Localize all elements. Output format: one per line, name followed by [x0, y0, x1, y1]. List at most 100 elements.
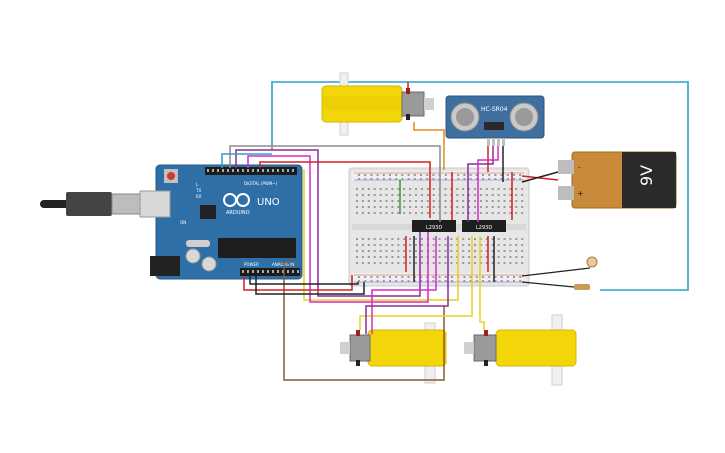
breadboard-hole — [356, 256, 358, 258]
breadboard-hole — [515, 238, 518, 240]
sensor-label: HC-SR04 — [481, 106, 508, 113]
breadboard-hole — [409, 256, 412, 258]
rail-hole — [407, 276, 410, 278]
rail-hole — [488, 174, 491, 176]
rail-hole — [426, 280, 429, 282]
breadboard-hole — [462, 250, 465, 252]
breadboard-hole — [379, 200, 382, 202]
breadboard-hole — [450, 256, 453, 258]
header-pin — [262, 169, 264, 172]
breadboard-hole — [515, 256, 518, 258]
breadboard-hole — [509, 238, 512, 240]
microcontroller-chip — [218, 238, 296, 258]
breadboard-hole — [432, 262, 435, 264]
header-pin — [217, 169, 219, 172]
rail-hole — [413, 178, 416, 180]
breadboard-hole — [474, 256, 476, 258]
breadboard-hole — [444, 200, 447, 202]
header-pin — [297, 270, 299, 273]
breadboard-hole — [415, 244, 417, 246]
breadboard-hole — [420, 262, 423, 264]
breadboard-hole — [403, 244, 406, 246]
wire-red-arduino — [259, 161, 431, 218]
breadboard-hole — [397, 194, 400, 196]
breadboard-hole — [391, 244, 394, 246]
breadboard-hole — [403, 212, 406, 214]
rail-hole — [358, 178, 360, 180]
header-pin — [277, 169, 279, 172]
breadboard-hole — [409, 238, 412, 240]
breadboard-hole — [432, 206, 435, 208]
breadboard-hole — [515, 212, 518, 214]
rail-hole — [401, 174, 404, 176]
rail-hole — [432, 276, 435, 278]
battery-minus: - — [578, 163, 581, 172]
breadboard-hole — [367, 212, 370, 214]
rail-hole — [482, 280, 484, 282]
rail-hole — [475, 280, 478, 282]
breadboard-hole — [456, 206, 459, 208]
breadboard-hole — [503, 200, 506, 202]
on-label: ON — [180, 220, 186, 225]
header-pin — [257, 270, 259, 273]
breadboard-hole — [450, 250, 453, 252]
rail-hole — [513, 178, 515, 180]
breadboard-hole — [521, 212, 524, 214]
breadboard-hole — [509, 244, 512, 246]
motor-bottom-left — [340, 322, 447, 384]
breadboard-hole — [379, 212, 382, 214]
breadboard-hole — [356, 238, 358, 240]
breadboard-hole — [462, 212, 465, 214]
battery-9v: 9V + - — [558, 151, 677, 209]
breadboard-hole — [479, 250, 482, 252]
header-pin — [292, 270, 294, 273]
breadboard-hole — [432, 244, 435, 246]
usb-cable — [40, 200, 70, 208]
breadboard-hole — [468, 200, 471, 202]
breadboard-hole — [373, 188, 376, 190]
breadboard-hole — [367, 250, 370, 252]
wire-grey-1 — [229, 145, 441, 222]
rail-hole — [426, 174, 429, 176]
breadboard-hole — [462, 238, 465, 240]
breadboard-hole — [356, 212, 358, 214]
breadboard-hole — [379, 262, 382, 264]
breadboard-hole — [391, 212, 394, 214]
breadboard-hole — [491, 206, 494, 208]
breadboard-hole — [474, 238, 476, 240]
rail-hole — [463, 276, 466, 278]
breadboard-hole — [420, 238, 423, 240]
breadboard-hole — [409, 244, 412, 246]
breadboard-hole — [432, 256, 435, 258]
breadboard-hole — [397, 244, 400, 246]
breadboard-hole — [385, 262, 388, 264]
digital-label: DIGITAL (PWM~) — [244, 181, 278, 186]
breadboard-hole — [450, 244, 453, 246]
wire-yellow — [302, 169, 459, 301]
breadboard-hole — [367, 200, 370, 202]
breadboard-hole — [391, 194, 394, 196]
breadboard-hole — [356, 250, 358, 252]
breadboard-hole — [474, 212, 476, 214]
rail-hole — [420, 280, 422, 282]
rail-hole — [444, 280, 447, 282]
breadboard-hole — [403, 188, 406, 190]
rail-hole — [438, 280, 441, 282]
breadboard-hole — [356, 206, 358, 208]
breadboard-hole — [462, 194, 465, 196]
rail-hole — [488, 280, 491, 282]
breadboard-hole — [444, 244, 447, 246]
breadboard-hole — [367, 244, 370, 246]
breadboard-hole — [503, 238, 506, 240]
breadboard-hole — [426, 206, 429, 208]
arduino-logo — [223, 193, 250, 207]
rail-hole — [407, 178, 410, 180]
breadboard-hole — [409, 250, 412, 252]
rail-hole — [500, 280, 503, 282]
rail-hole — [382, 276, 385, 278]
wire-cyan-loop[interactable] — [271, 81, 689, 291]
breadboard-hole — [385, 238, 388, 240]
header-pin — [247, 169, 249, 172]
wires — [221, 82, 559, 381]
